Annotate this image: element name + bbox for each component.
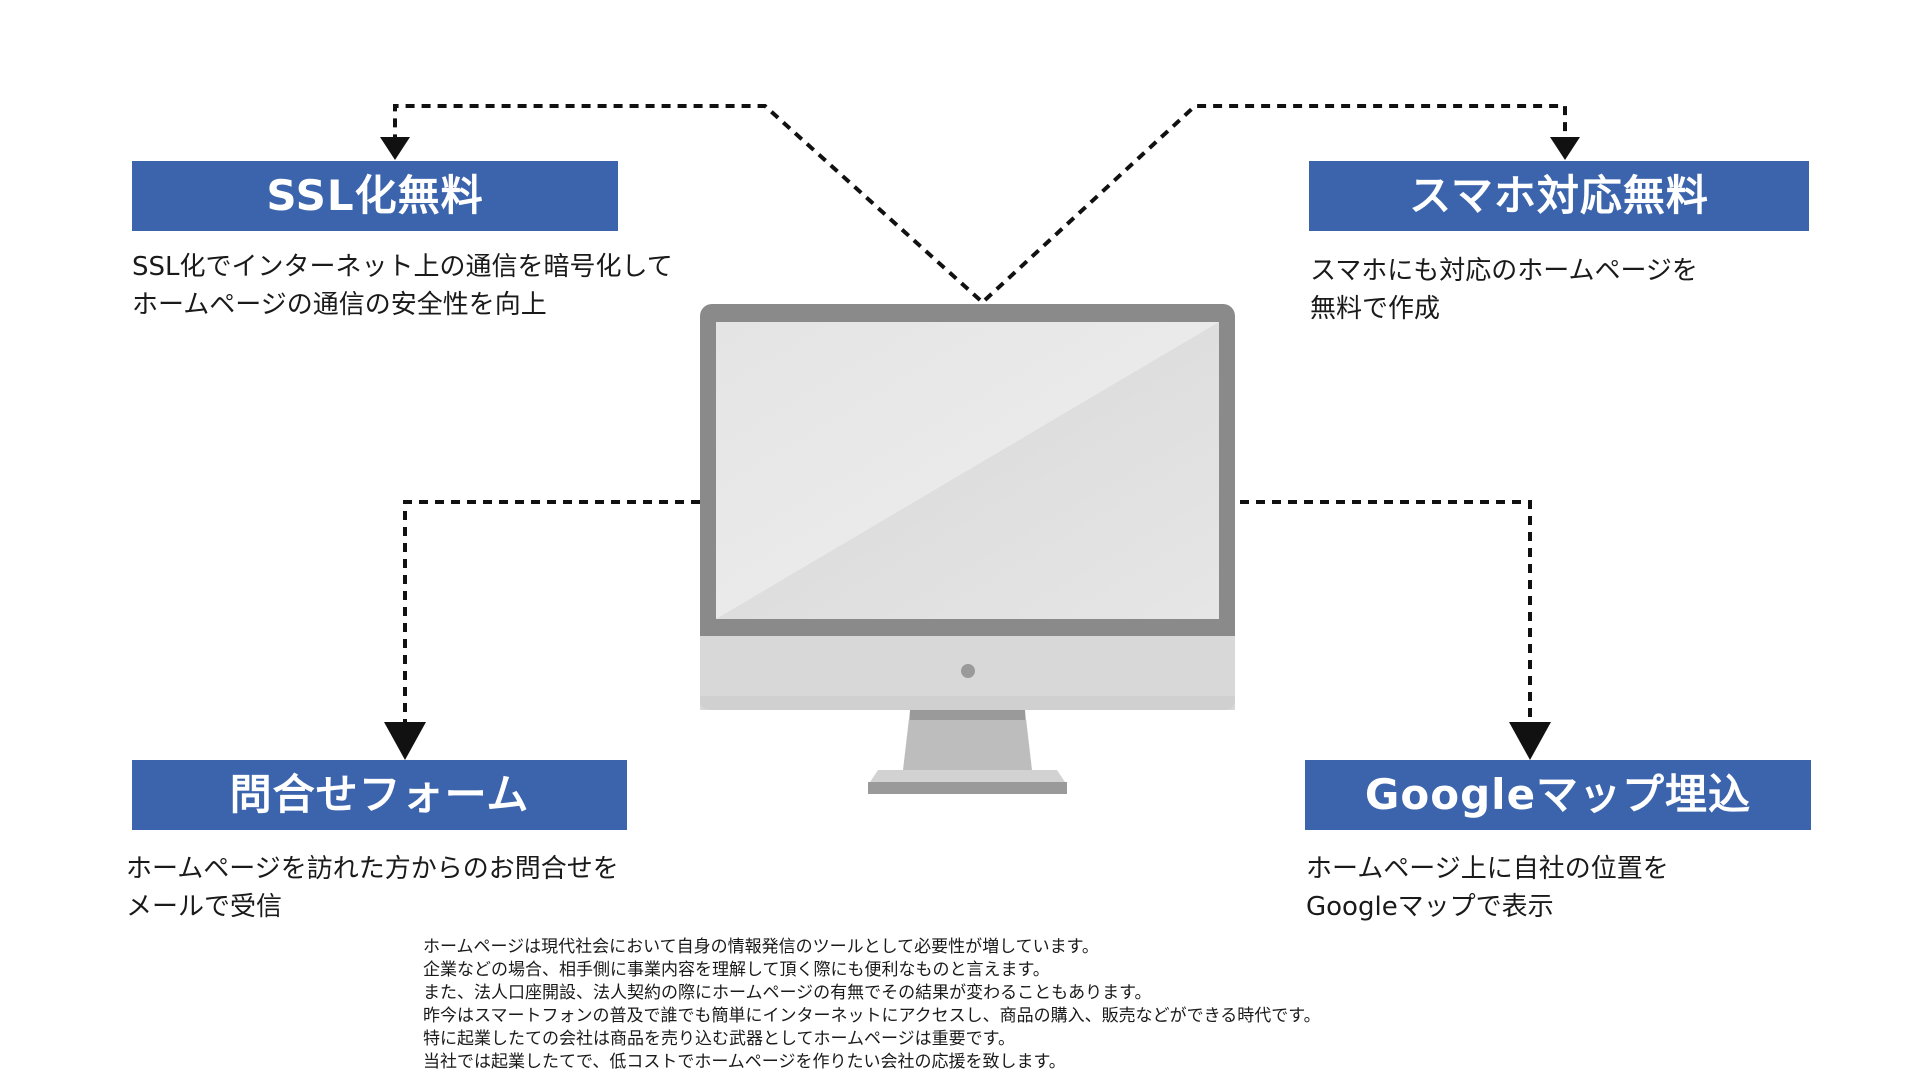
footer-line: 企業などの場合、相手側に事業内容を理解して頂く際にも便利なものと言えます。 [423, 960, 1050, 980]
footer-line: 特に起業したての会社は商品を売り込む武器としてホームページは重要です。 [423, 1029, 1015, 1049]
footer-line: 昨今はスマートフォンの普及で誰でも簡単にインターネットにアクセスし、商品の購入、… [423, 1006, 1321, 1026]
feature-desc-line: メールで受信 [126, 892, 283, 922]
desktop-monitor-icon [700, 304, 1235, 794]
footer-description: ホームページは現代社会において自身の情報発信のツールとして必要性が増しています。… [423, 936, 1321, 1074]
feature-desc-line: Googleマップで表示 [1306, 892, 1554, 922]
connector-smartphone [983, 104, 1567, 302]
arrowhead-smartphone [1550, 137, 1580, 160]
feature-desc-line: ホームページを訪れた方からのお問合せを [126, 854, 619, 884]
feature-desc-smartphone: スマホにも対応のホームページを 無料で作成 [1310, 252, 1698, 328]
footer-line: ホームページは現代社会において自身の情報発信のツールとして必要性が増しています。 [423, 937, 1099, 957]
connector-lines [393, 104, 1567, 725]
feature-desc-contact: ホームページを訪れた方からのお問合せを メールで受信 [126, 850, 619, 926]
monitor-screen [716, 322, 1219, 619]
feature-desc-line: スマホにも対応のホームページを [1310, 256, 1698, 286]
footer-line: また、法人口座開設、法人契約の際にホームページの有無でその結果が変わることもあり… [423, 983, 1152, 1003]
connector-googlemap [1240, 500, 1532, 725]
monitor-button [961, 664, 975, 678]
feature-desc-line: ホームページの通信の安全性を向上 [132, 290, 547, 320]
feature-desc-googlemap: ホームページ上に自社の位置を Googleマップで表示 [1306, 850, 1669, 926]
arrowhead-ssl [380, 137, 410, 160]
monitor-neck [903, 710, 1032, 770]
footer-line: 当社では起業したてで、低コストでホームページを作りたい会社の応援を致します。 [423, 1052, 1066, 1072]
arrowhead-contact [384, 722, 426, 760]
feature-desc-ssl: SSL化でインターネット上の通信を暗号化して ホームページの通信の安全性を向上 [132, 248, 673, 324]
monitor-neck-band [910, 710, 1025, 720]
monitor-base [870, 770, 1065, 782]
feature-desc-line: ホームページ上に自社の位置を [1306, 854, 1669, 884]
monitor-base-bottom [868, 782, 1067, 794]
connector-ssl [393, 104, 982, 302]
feature-title-smartphone: スマホ対応無料 [1309, 161, 1809, 231]
feature-title-googlemap: Googleマップ埋込 [1305, 760, 1811, 830]
feature-title-contact: 問合せフォーム [132, 760, 627, 830]
connector-contact [403, 500, 700, 725]
feature-desc-line: SSL化でインターネット上の通信を暗号化して [132, 252, 673, 282]
feature-title-ssl: SSL化無料 [132, 161, 618, 231]
arrowhead-googlemap [1509, 722, 1551, 760]
feature-desc-line: 無料で作成 [1310, 294, 1441, 324]
connector-arrowheads [380, 137, 1580, 760]
monitor-chin-bottom [700, 696, 1235, 710]
